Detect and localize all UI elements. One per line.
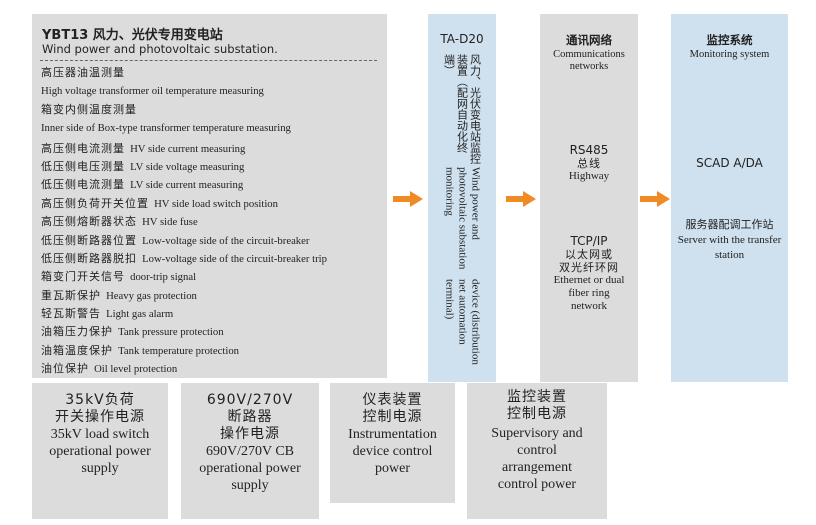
substation-subtitle: Wind power and photovoltaic substation. [42,42,278,56]
power-690v-en: 690V/270V CB operational power supply [199,444,301,493]
power-instrument-zh1: 仪表装置 [362,392,423,408]
measurement-item: 低压侧断路器位置 Low-voltage side of the circuit… [41,230,385,248]
bus-label-en: Highway [568,170,610,182]
measurement-item: 油箱温度保护 Tank temperature protection [41,340,385,358]
measurement-item-en: HV side fuse [142,216,198,229]
measurement-item-en: HV side load switch position [154,197,278,210]
measurement-item-zh: 箱变内侧温度测量 [41,102,137,116]
measurement-item-zh: 低压侧断路器位置 [41,233,137,247]
measurement-item-en: High voltage transformer oil temperature… [41,85,264,98]
device-description-en-line1: Wind power and photovoltaic substation m… [443,167,482,270]
power-supervisory-panel: 监控装置 控制电源 Supervisory and control arrang… [467,383,607,519]
power-supervisory-zh1: 监控装置 [507,389,567,405]
measurement-item-zh: 重瓦斯保护 [41,288,101,302]
monitor-subtitle: Monitoring system [689,49,770,60]
monitor-title: 监控系统 [706,33,753,47]
measurement-item: 高压器油温测量 High voltage transformer oil temp… [41,64,385,101]
power-35kv-panel: 35kV负荷 开关操作电源 35kV load switch operation… [32,383,168,519]
device-description-en-line2: device (distribution net automation term… [443,279,482,366]
measurement-list: 高压器油温测量 High voltage transformer oil temp… [41,64,385,377]
power-instrument-zh2: 控制电源 [362,409,423,425]
measurement-item: 高压侧熔断器状态 HV side fuse [41,211,385,229]
arrow-right-icon [393,191,423,207]
substation-panel: YBT13 风力、光伏专用变电站 Wind power and photovol… [32,14,387,378]
measurement-item-zh: 高压器油温测量 [41,66,125,79]
rs485-label: RS485 [569,143,609,157]
power-690v-panel: 690V/270V 断路器 操作电源 690V/270V CB operatio… [181,383,319,519]
power-supervisory-zh2: 控制电源 [507,406,567,422]
measurement-item: 油位保护 Oil level protection [41,358,385,376]
comm-subtitle: Communications networks [553,49,625,72]
measurement-item-en: LV side current measuring [130,179,244,192]
tcpip-label-en: Ethernet or dual fiber ring network [553,274,625,312]
server-label-en: Server with the transfer station [677,234,782,261]
monitoring-device-panel: TA-D20 风力、光伏变电站监控装置（配网自动化终端） Wind power … [428,14,496,382]
measurement-item-zh: 油箱温度保护 [41,343,113,357]
measurement-item-zh: 高压侧电流测量 [41,141,125,155]
measurement-item-en: Heavy gas protection [106,289,197,302]
arrow-right-icon [640,191,670,207]
power-690v-zh2: 断路器 [227,409,273,425]
measurement-item-zh: 低压侧电流测量 [41,178,125,192]
measurement-item-zh: 轻瓦斯警告 [41,307,101,321]
measurement-item: 高压侧电流测量 HV side current measuring [41,138,385,156]
tcpip-label-zh1: 以太网或 [565,248,613,261]
measurement-item: 低压侧电流测量 LV side current measuring [41,174,385,192]
scada-label: SCAD A/DA [696,156,763,170]
measurement-item-zh: 箱变门开关信号 [41,270,125,284]
measurement-item-en: Tank temperature protection [118,344,240,357]
power-690v-zh3: 操作电源 [220,426,280,442]
measurement-item: 箱变内侧温度测量 Inner side of Box-type transform… [41,101,385,138]
measurement-item: 重瓦斯保护 Heavy gas protection [41,285,385,303]
monitoring-system-panel: 监控系统 Monitoring system SCAD A/DA 服务器配调工作… [671,14,788,382]
measurement-item-en: LV side voltage measuring [130,160,245,173]
power-35kv-en: 35kV load switch operational power suppl… [49,427,151,476]
measurement-item: 低压侧电压测量 LV side voltage measuring [41,156,385,174]
arrow-right-icon [506,191,536,207]
measurement-item-zh: 低压侧断路器脱扣 [41,251,137,265]
measurement-item: 高压侧负荷开关位置 HV side load switch position [41,193,385,211]
power-instrument-panel: 仪表装置 控制电源 Instrumentation device control… [330,383,455,503]
measurement-item: 油箱压力保护 Tank pressure protection [41,321,385,339]
power-35kv-zh2: 开关操作电源 [55,409,145,425]
server-group: 服务器配调工作站 Server with the transfer statio… [671,218,788,263]
substation-title: YBT13 风力、光伏专用变电站 [42,28,223,43]
scada-group: SCAD A/DA [671,157,788,170]
rs485-group: RS485 总线 Highway [540,144,638,183]
tcpip-label-zh2: 双光纤环网 [559,261,619,274]
measurement-item: 轻瓦斯警告 Light gas alarm [41,303,385,321]
measurement-item-en: Inner side of Box-type transformer tempe… [41,122,291,135]
measurement-item-en: Light gas alarm [106,308,174,321]
server-label-zh: 服务器配调工作站 [685,218,774,231]
device-description-vertical: 风力、光伏变电站监控装置（配网自动化终端） Wind power and pho… [428,54,496,376]
device-model-title: TA-D20 [440,32,484,46]
dashed-divider [40,60,377,61]
measurement-item: 箱变门开关信号 door-trip signal [41,266,385,284]
power-instrument-en: Instrumentation device control power [348,427,437,476]
tcpip-group: TCP/IP 以太网或 双光纤环网 Ethernet or dual fiber… [540,235,638,313]
measurement-item-en: Tank pressure protection [118,326,224,339]
device-description-zh: 风力、光伏变电站监控装置（配网自动化终端） [442,54,482,164]
measurement-item-zh: 高压侧负荷开关位置 [41,196,149,210]
measurement-item-zh: 油箱压力保护 [41,325,113,339]
measurement-item-en: Low-voltage side of the circuit-breaker … [142,252,327,265]
comm-title: 通讯网络 [566,33,612,47]
power-690v-zh1: 690V/270V [206,392,294,408]
measurement-item-en: door-trip signal [130,271,197,284]
measurement-item-en: HV side current measuring [130,142,246,155]
measurement-item-zh: 高压侧熔断器状态 [41,215,137,229]
power-supervisory-en: Supervisory and control arrangement cont… [491,426,583,492]
measurement-item-en: Low-voltage side of the circuit-breaker [142,234,310,247]
measurement-item-en: Oil level protection [94,363,178,376]
measurement-item-zh: 油位保护 [41,362,89,376]
communications-panel: 通讯网络 Communications networks RS485 总线 Hi… [540,14,638,382]
power-35kv-zh1: 35kV负荷 [65,392,135,408]
measurement-item: 低压侧断路器脱扣 Low-voltage side of the circuit… [41,248,385,266]
bus-label-zh: 总线 [577,157,601,170]
tcpip-label: TCP/IP [570,234,608,248]
measurement-item-zh: 低压侧电压测量 [41,159,125,173]
